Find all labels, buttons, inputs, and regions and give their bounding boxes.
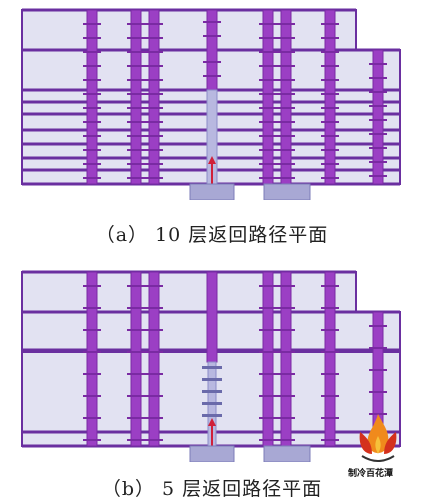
floor-upper-block	[21, 9, 357, 51]
return-path-arrowhead	[208, 156, 216, 164]
floor-plan-10-drawing	[21, 8, 401, 200]
caption-floor-10: （a） 10 层返回路径平面	[95, 224, 329, 246]
watermark-logo: 制冷百花潭	[348, 410, 402, 488]
stair-column	[130, 9, 142, 185]
floor-plan-5-drawing	[21, 270, 401, 462]
stair-column	[130, 271, 142, 447]
return-path-arrowhead	[208, 418, 216, 426]
stair-column	[280, 9, 292, 185]
shaft-rung	[202, 414, 222, 417]
base-cylinder	[263, 183, 311, 200]
floor-plan-10	[0, 0, 424, 200]
stair-column	[86, 271, 98, 447]
stair-column	[262, 271, 274, 447]
shaft-rung	[202, 366, 222, 369]
stair-column	[86, 9, 98, 185]
base-cylinder	[263, 445, 311, 462]
stair-column	[148, 9, 160, 185]
elevator-shaft-upper	[206, 271, 218, 363]
shaft-rung	[202, 390, 222, 393]
floor-upper-block	[21, 271, 357, 313]
base-cylinder	[189, 183, 235, 200]
stair-column	[148, 271, 160, 447]
caption-floor-5: （b） 5 层返回路径平面	[101, 478, 323, 500]
stair-column	[280, 271, 292, 447]
logo-label: 制冷百花潭	[348, 469, 394, 479]
shaft-rung	[202, 402, 222, 405]
stair-column	[372, 49, 384, 185]
stair-column	[324, 271, 336, 447]
base-cylinder	[189, 445, 235, 462]
flame-icon	[359, 414, 397, 462]
stair-column	[324, 9, 336, 185]
shaft-rung	[202, 378, 222, 381]
stair-column	[262, 9, 274, 185]
floor-plan-5	[0, 262, 424, 462]
